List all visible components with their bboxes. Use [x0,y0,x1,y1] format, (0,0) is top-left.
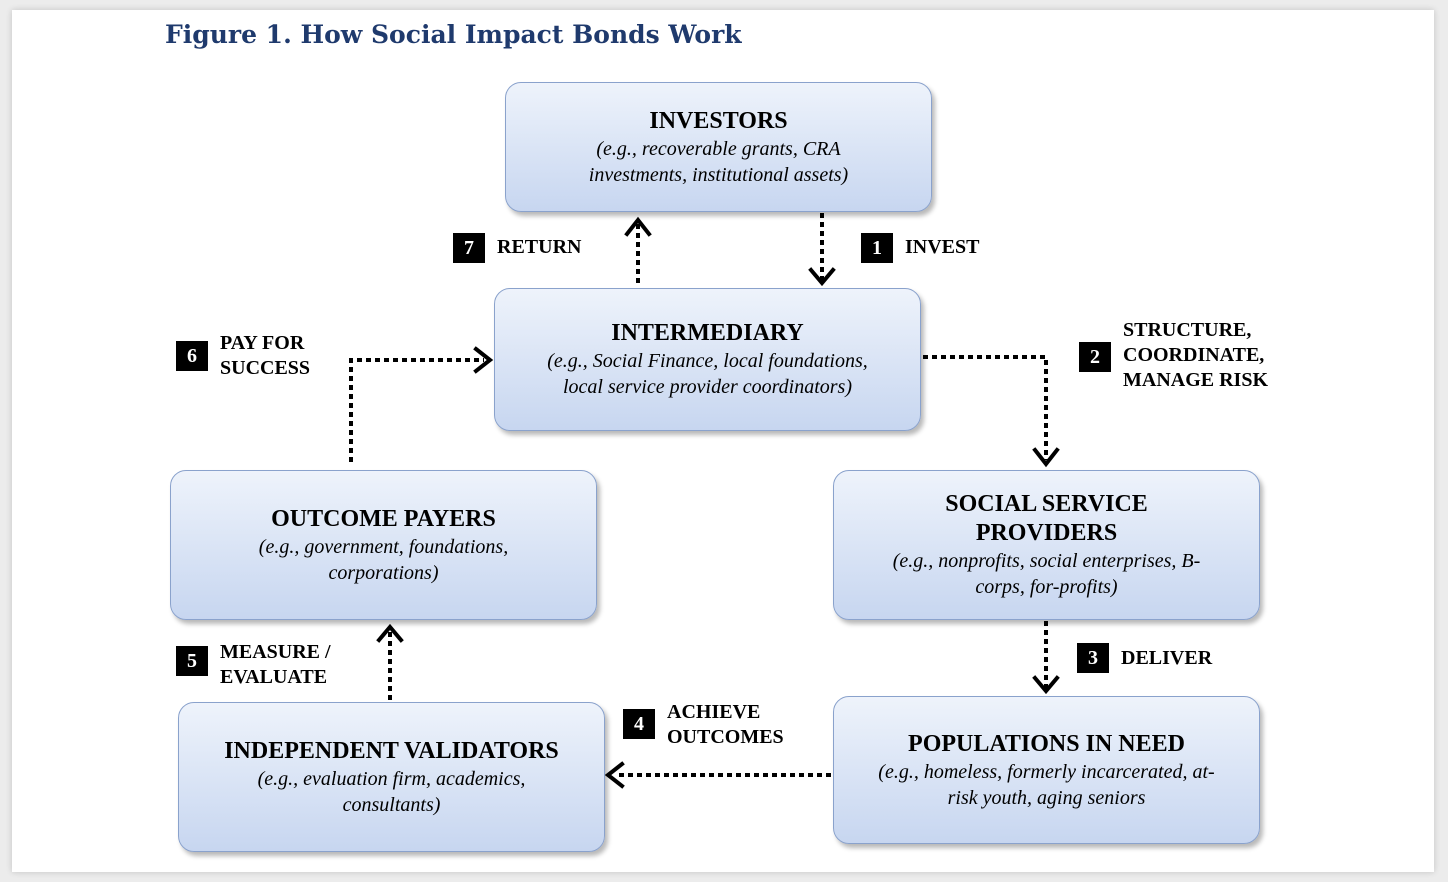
step-achieve: 4 ACHIEVE OUTCOMES [623,700,807,750]
step-deliver: 3 DELIVER [1077,643,1212,673]
arrowhead-pay [473,346,494,374]
populations-box: POPULATIONS IN NEED (e.g., homeless, for… [833,696,1260,844]
providers-box: SOCIAL SERVICE PROVIDERS (e.g., nonprofi… [833,470,1260,620]
populations-subtitle: (e.g., homeless, formerly incarcerated, … [878,760,1215,809]
validators-subtitle: (e.g., evaluation firm, academics, consu… [257,767,526,816]
step-measure: 5 MEASURE / EVALUATE [176,640,345,690]
arrow-structure [923,355,1048,460]
populations-title: POPULATIONS IN NEED [908,730,1185,757]
outcome-payers-title: OUTCOME PAYERS [271,505,496,532]
step-label: STRUCTURE, COORDINATE, MANAGE RISK [1123,319,1269,391]
arrowhead-achieve [604,761,625,789]
step-label: DELIVER [1121,647,1213,669]
step-label: INVEST [905,236,980,258]
intermediary-title: INTERMEDIARY [611,320,804,346]
step-invest: 1 INVEST [861,233,979,263]
investors-box: INVESTORS (e.g., recoverable grants, CRA… [505,82,932,212]
step-number-badge: 4 [623,709,655,739]
step-return: 7 RETURN [453,233,581,263]
investors-subtitle: (e.g., recoverable grants, CRA investmen… [588,137,849,186]
step-label: PAY FOR SUCCESS [220,332,311,379]
step-number-badge: 5 [176,646,208,676]
step-number-badge: 2 [1079,342,1111,372]
validators-box: INDEPENDENT VALIDATORS (e.g., evaluation… [178,702,605,852]
providers-subtitle: (e.g., nonprofits, social enterprises, B… [892,550,1201,598]
step-pay: 6 PAY FOR SUCCESS [176,331,330,381]
step-label: MEASURE / EVALUATE [220,641,331,688]
arrowhead-deliver [1032,675,1060,695]
arrowhead-structure [1032,447,1060,468]
validators-title: INDEPENDENT VALIDATORS [224,737,559,764]
providers-title: SOCIAL SERVICE PROVIDERS [945,491,1148,546]
arrow-pay [349,358,484,462]
step-structure: 2 STRUCTURE, COORDINATE, MANAGE RISK [1079,318,1288,393]
investors-title: INVESTORS [649,107,788,134]
step-number-badge: 7 [453,233,485,263]
step-label: RETURN [497,236,582,258]
step-number-badge: 6 [176,341,208,371]
step-number-badge: 3 [1077,643,1109,673]
intermediary-subtitle: (e.g., Social Finance, local foundations… [547,350,868,398]
step-number-badge: 1 [861,233,893,263]
arrowhead-return [624,216,652,237]
arrowhead-measure [376,623,404,643]
intermediary-box: INTERMEDIARY (e.g., Social Finance, loca… [494,288,921,431]
arrowhead-invest [808,267,836,287]
step-label: ACHIEVE OUTCOMES [667,701,784,748]
outcome-payers-box: OUTCOME PAYERS (e.g., government, founda… [170,470,597,620]
outcome-payers-subtitle: (e.g., government, foundations, corporat… [258,535,509,584]
figure-title: Figure 1. How Social Impact Bonds Work [165,20,742,49]
